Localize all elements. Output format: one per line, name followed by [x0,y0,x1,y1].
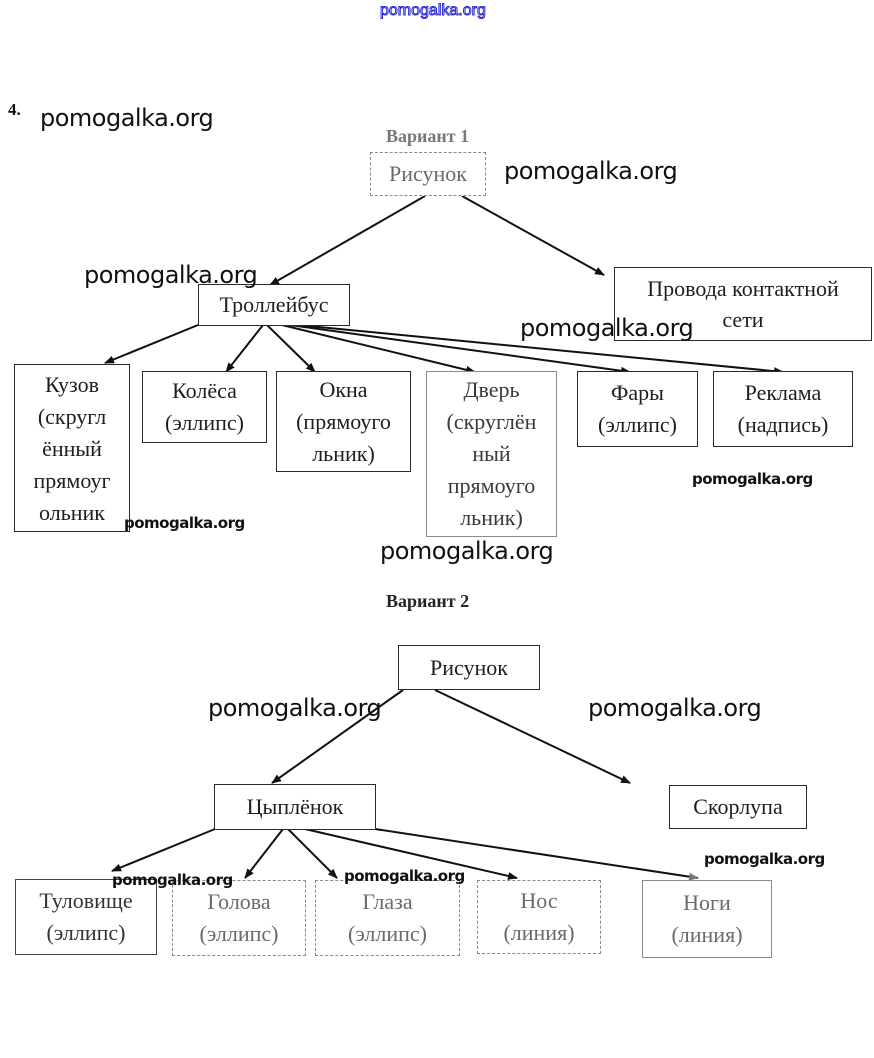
arrow-trolleybus-to-wheels [225,324,264,373]
node-head: Голова (эллипс) [172,880,306,956]
node-headlights: Фары (эллипс) [577,371,698,447]
watermark: pomogalka.org [520,314,694,342]
watermark: pomogalka.org [504,157,678,185]
node-door: Дверь (скруглён ный прямоуго льник) [426,371,557,537]
top-watermark: pomogalka.org [380,2,487,20]
watermark: pomogalka.org [692,470,813,488]
arrow-root2-to-chick [271,689,404,784]
watermark: pomogalka.org [124,514,245,532]
arrow-chick-to-nose [304,828,518,880]
arrow-chick-to-eyes [287,828,338,879]
arrow-chick-to-head [244,828,284,879]
arrow-chick-to-legs [374,828,699,881]
node-advertisement: Реклама (надпись) [713,371,853,447]
node-contact-wires: Провода контактной сети [614,267,872,341]
watermark: pomogalka.org [704,850,825,868]
node-trolleybus: Троллейбус [198,284,350,326]
arrow-trolleybus-to-windows [266,324,316,373]
arrow-root-to-wires [461,195,605,276]
watermark: pomogalka.org [588,694,762,722]
variant1-root-node: Рисунок [370,152,486,196]
arrow-root2-to-shell [434,689,631,784]
arrow-trolleybus-to-door [281,324,476,374]
node-trunk: Туловище (эллипс) [15,879,157,955]
arrow-trolleybus-to-body [104,324,199,364]
node-wheels: Колёса (эллипс) [142,371,267,443]
node-windows: Окна (прямоуго льник) [276,371,411,472]
node-shell: Скорлупа [669,785,807,829]
arrow-root-to-trolleybus [269,195,426,286]
node-body: Кузов (скругл ённый прямоуг ольник [14,364,130,532]
watermark: pomogalka.org [40,104,214,132]
variant2-title: Вариант 2 [386,591,470,611]
task-number: 4. [8,100,21,119]
arrow-chick-to-trunk [111,828,216,872]
watermark: pomogalka.org [112,871,233,889]
watermark: pomogalka.org [344,867,465,885]
variant2-root-node: Рисунок [398,645,540,690]
node-chick: Цыплёнок [214,784,376,830]
arrow-trolleybus-to-headlights [289,324,631,375]
watermark: pomogalka.org [380,537,554,565]
node-legs: Ноги (линия) [642,880,772,958]
watermark: pomogalka.org [84,261,258,289]
arrow-trolleybus-to-ad [297,324,784,376]
variant1-title: Вариант 1 [386,126,470,146]
node-eyes: Глаза (эллипс) [315,880,460,956]
watermark: pomogalka.org [208,694,382,722]
node-nose: Нос (линия) [477,880,601,954]
